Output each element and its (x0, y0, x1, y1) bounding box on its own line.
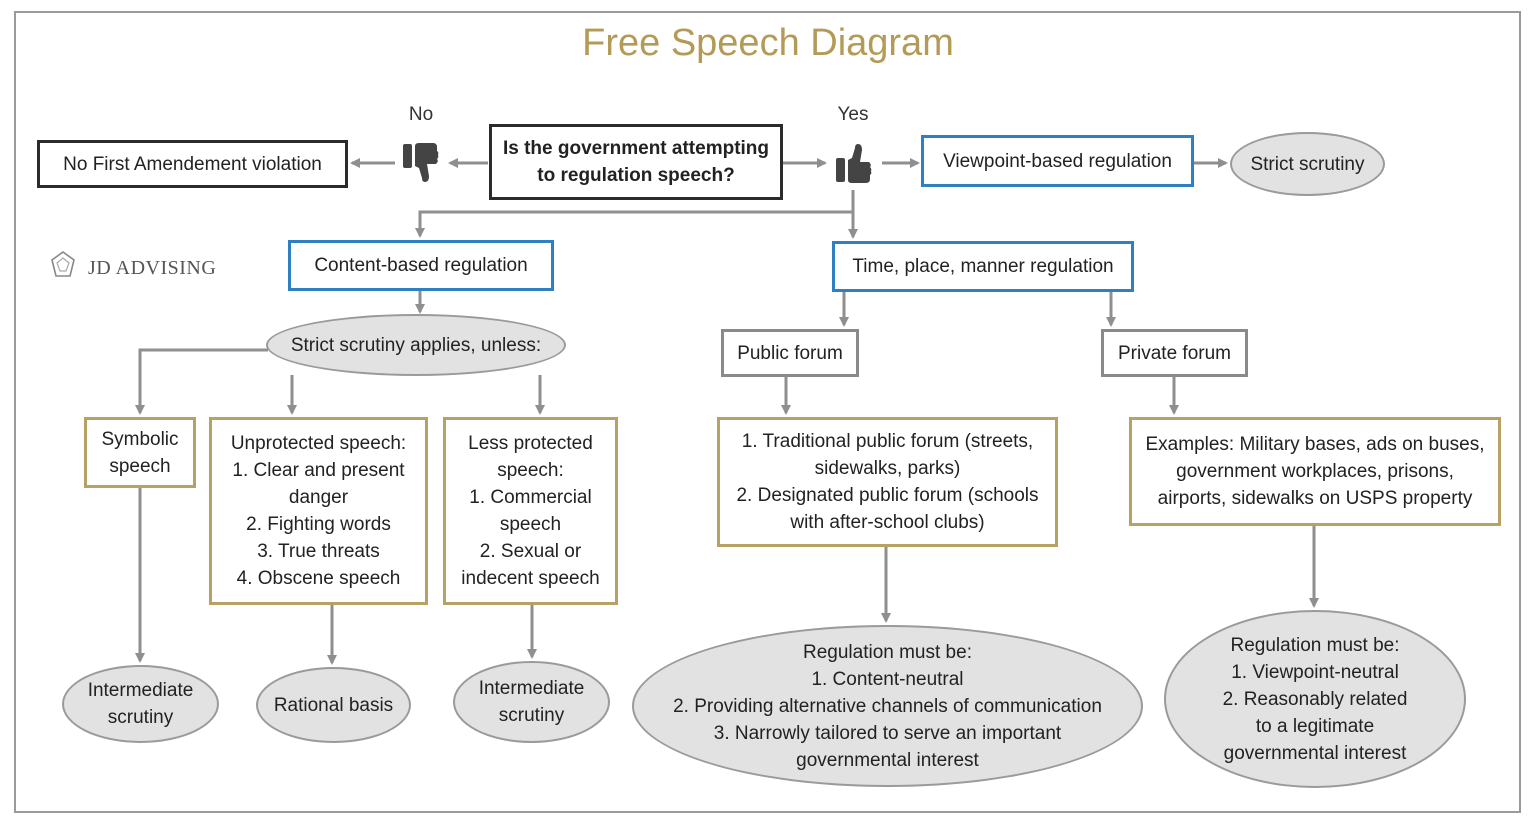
brand-name: JD ADVISING (88, 256, 217, 279)
intermediate-scrutiny-oval-2: Intermediate scrutiny (453, 661, 610, 743)
private-forum-box: Private forum (1101, 329, 1248, 377)
unprotected-speech-box: Unprotected speech: 1. Clear and present… (209, 417, 428, 605)
public-forum-examples-box: 1. Traditional public forum (streets, si… (717, 417, 1058, 547)
rational-basis-oval: Rational basis (256, 667, 411, 743)
symbolic-speech-box: Symbolic speech (84, 417, 196, 488)
thumbs-down-icon (401, 140, 441, 193)
connector-yes-branch (415, 190, 855, 238)
intermediate-scrutiny-oval-1: Intermediate scrutiny (62, 665, 219, 743)
private-regulation-oval: Regulation must be: 1. Viewpoint-neutral… (1164, 610, 1466, 788)
diagram-frame (14, 11, 1521, 813)
yes-label: Yes (837, 104, 869, 125)
content-based-box: Content-based regulation (288, 240, 554, 291)
private-forum-examples-box: Examples: Military bases, ads on buses, … (1129, 417, 1501, 526)
no-violation-box: No First Amendement violation (37, 140, 348, 188)
less-protected-speech-box: Less protected speech: 1. Commercial spe… (443, 417, 618, 605)
public-forum-box: Public forum (721, 329, 859, 377)
strict-scrutiny-oval: Strict scrutiny (1230, 132, 1385, 196)
question-box: Is the government attempting to regulati… (489, 124, 783, 200)
thumbs-up-icon (834, 138, 874, 193)
public-regulation-oval: Regulation must be: 1. Content-neutral 2… (632, 625, 1143, 787)
page-title: Free Speech Diagram (582, 22, 954, 64)
tpm-box: Time, place, manner regulation (832, 241, 1134, 292)
brand-logo: JD ADVISING (48, 250, 216, 286)
viewpoint-box: Viewpoint-based regulation (921, 135, 1194, 187)
strict-unless-oval: Strict scrutiny applies, unless: (266, 314, 566, 376)
no-label: No (408, 104, 434, 125)
arrow-unless-to-symbolic (135, 348, 268, 415)
jd-advising-logo-icon (48, 250, 78, 286)
